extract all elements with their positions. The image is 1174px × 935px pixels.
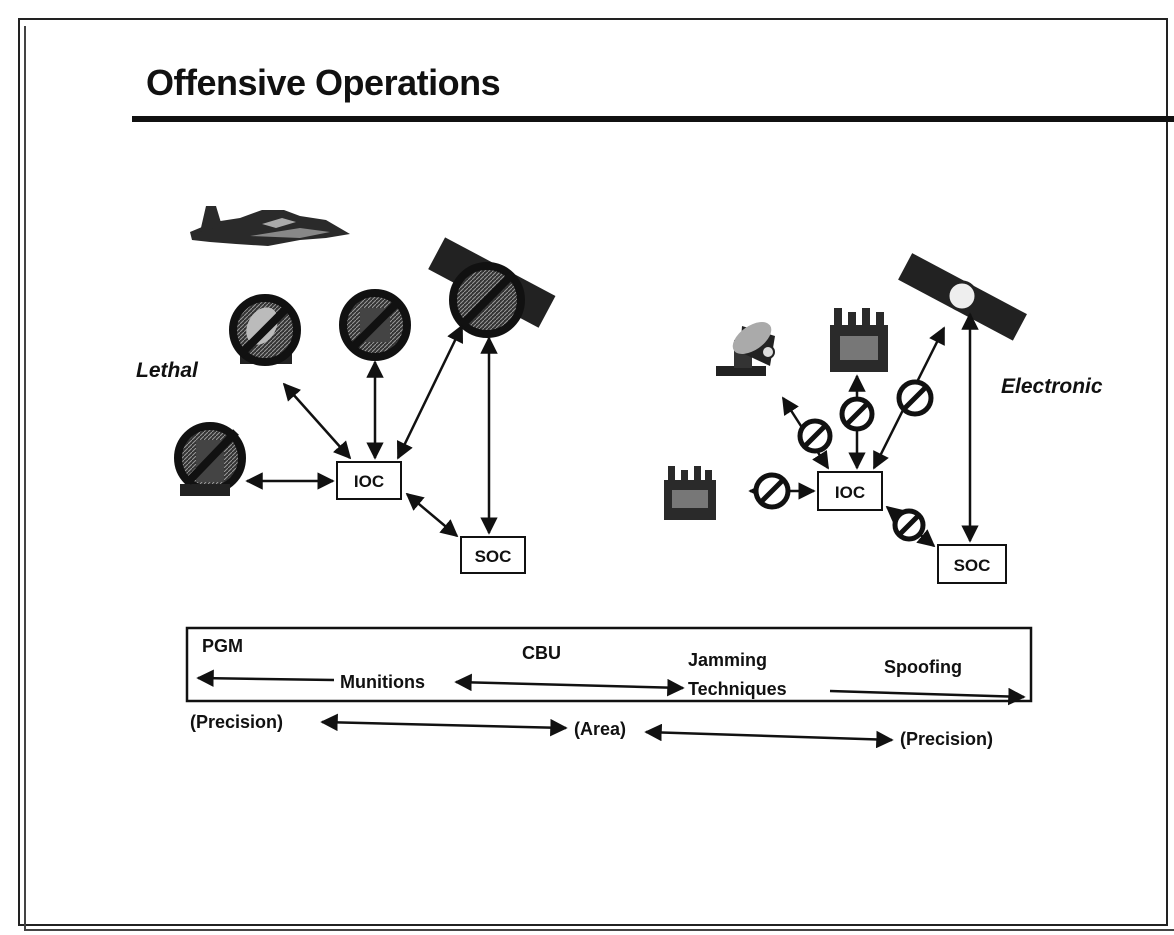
spectrum-spoofing: Spoofing (884, 657, 962, 677)
facility-icon (830, 308, 888, 372)
range-arrows (320, 713, 894, 749)
lethal-ioc-box (336, 461, 402, 500)
lethal-ioc-label: IOC (354, 472, 384, 491)
prohibited-icon (839, 396, 875, 432)
spectrum-precision-left: (Precision) (190, 712, 283, 732)
facility-icon (174, 422, 246, 496)
spectrum-arrows (196, 669, 1026, 706)
radar-dish-icon (716, 322, 775, 376)
spectrum-pgm: PGM (202, 636, 243, 656)
spectrum-munitions: Munitions (340, 672, 425, 692)
spectrum-techniques: Techniques (688, 679, 787, 699)
slide-frame-shadow (24, 26, 1174, 931)
facility-icon (664, 466, 716, 520)
spectrum-cbu: CBU (522, 643, 561, 663)
lethal-soc-box (460, 536, 526, 574)
radar-dish-icon (229, 294, 301, 366)
fighter-jet-icon (190, 206, 350, 246)
electronic-soc-label: SOC (954, 556, 991, 575)
slide-frame (18, 18, 1168, 926)
electronic-label: Electronic (1001, 375, 1103, 398)
prohibited-icon (753, 472, 791, 510)
electronic-ioc-label: IOC (835, 483, 865, 502)
electronic-soc-box (937, 544, 1007, 584)
electronic-ioc-box (817, 471, 883, 511)
spectrum-precision-right: (Precision) (900, 729, 993, 749)
spectrum-jamming: Jamming (688, 650, 767, 670)
satellite-icon (898, 253, 1027, 341)
title-rule (132, 116, 1174, 122)
page-title: Offensive Operations (146, 62, 501, 103)
prohibited-icon (797, 418, 833, 454)
spectrum-area: (Area) (574, 719, 626, 739)
spectrum-box (185, 626, 1033, 703)
prohibited-icon (896, 379, 934, 417)
lethal-soc-label: SOC (475, 547, 512, 566)
lethal-links (245, 324, 498, 538)
lethal-label: Lethal (136, 359, 199, 382)
satellite-icon (428, 237, 556, 338)
facility-icon (339, 289, 411, 361)
prohibited-icon (892, 508, 926, 542)
